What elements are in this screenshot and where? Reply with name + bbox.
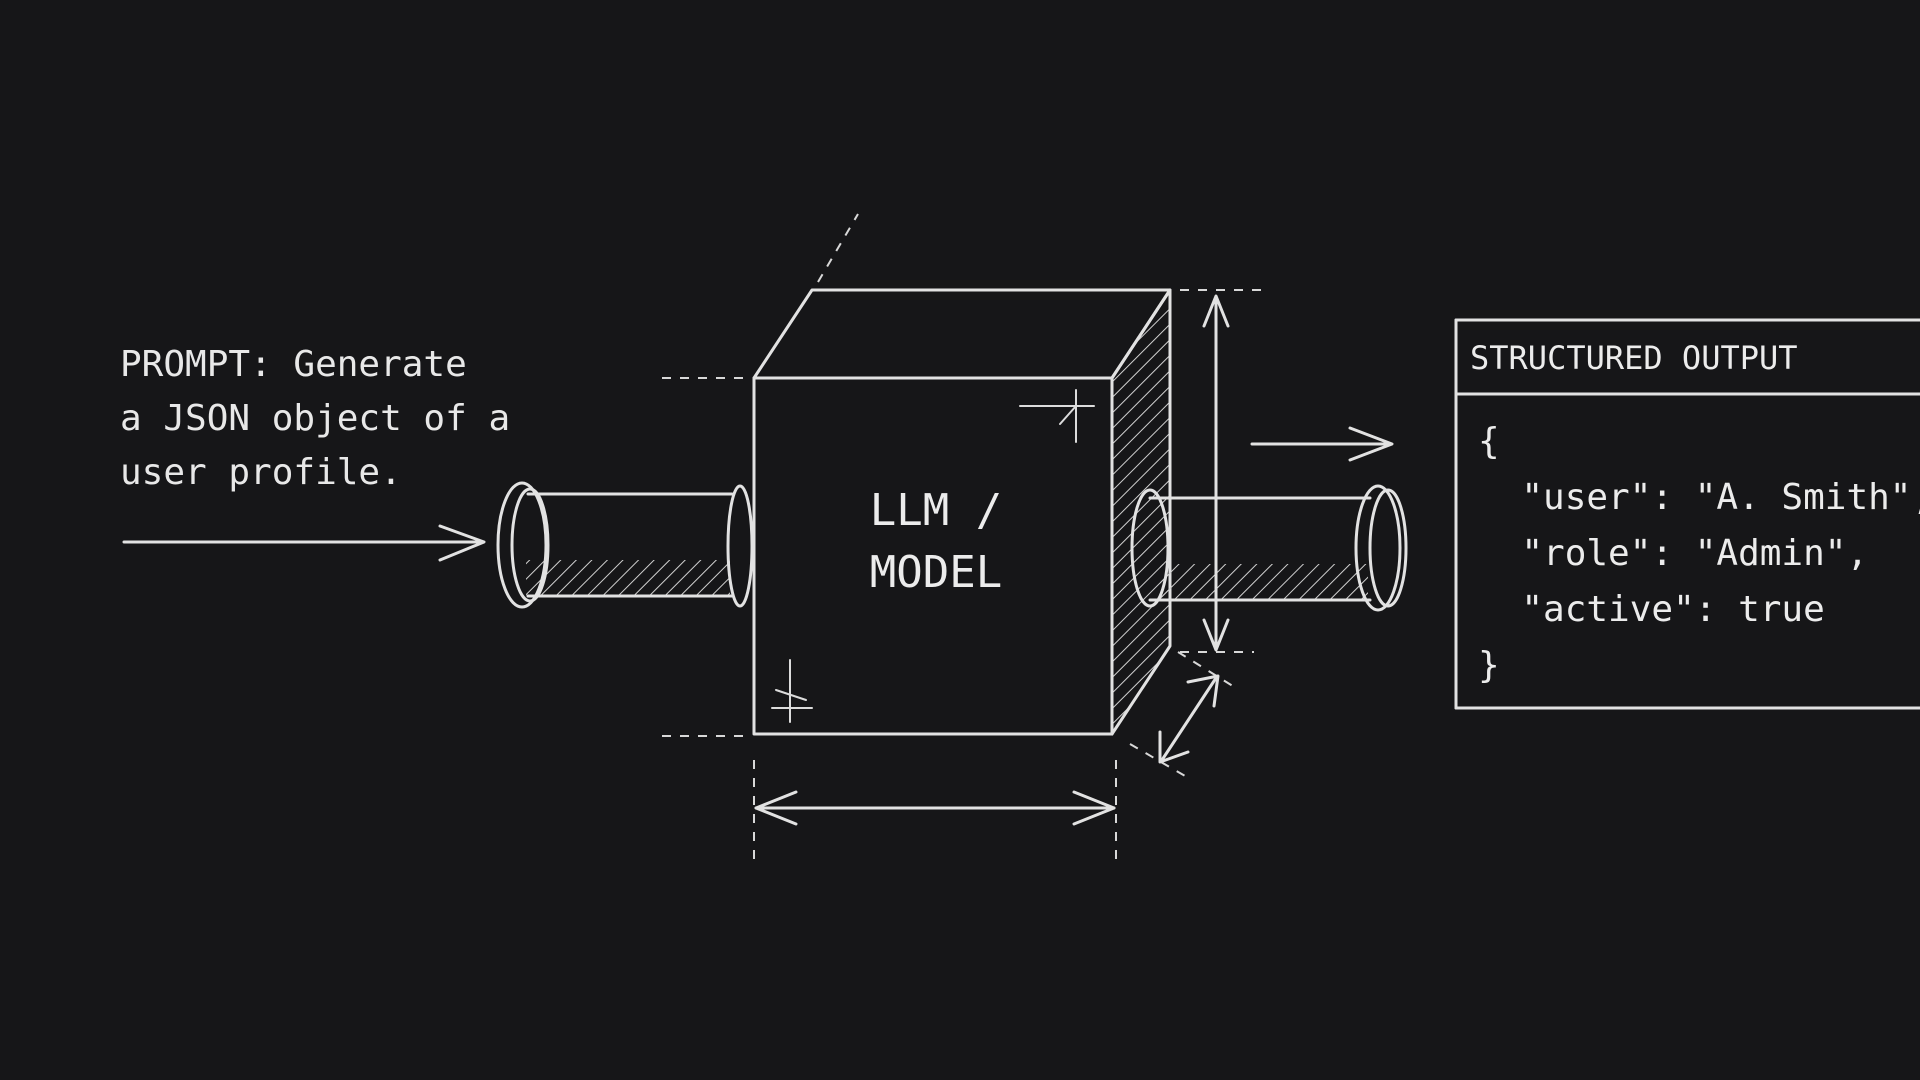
height-dimension-arrow [1202,294,1230,652]
output-pipe [1130,484,1408,612]
dimension-lines [662,213,1266,864]
width-dimension-arrow [754,790,1116,826]
output-arrow [1250,426,1394,462]
input-pipe [496,481,754,609]
output-panel-title: STRUCTURED OUTPUT [1470,339,1798,377]
input-arrow [122,524,486,562]
output-panel [1454,318,1920,710]
model-label: LLM / MODEL [869,485,1003,598]
model-cube [752,288,1172,736]
prompt-text: PROMPT: Generate a JSON object of a user… [120,344,511,493]
output-json-code: { "user": "A. Smith", "role": "Admin", "… [1478,421,1920,686]
depth-dimension-arrow [1158,674,1220,764]
